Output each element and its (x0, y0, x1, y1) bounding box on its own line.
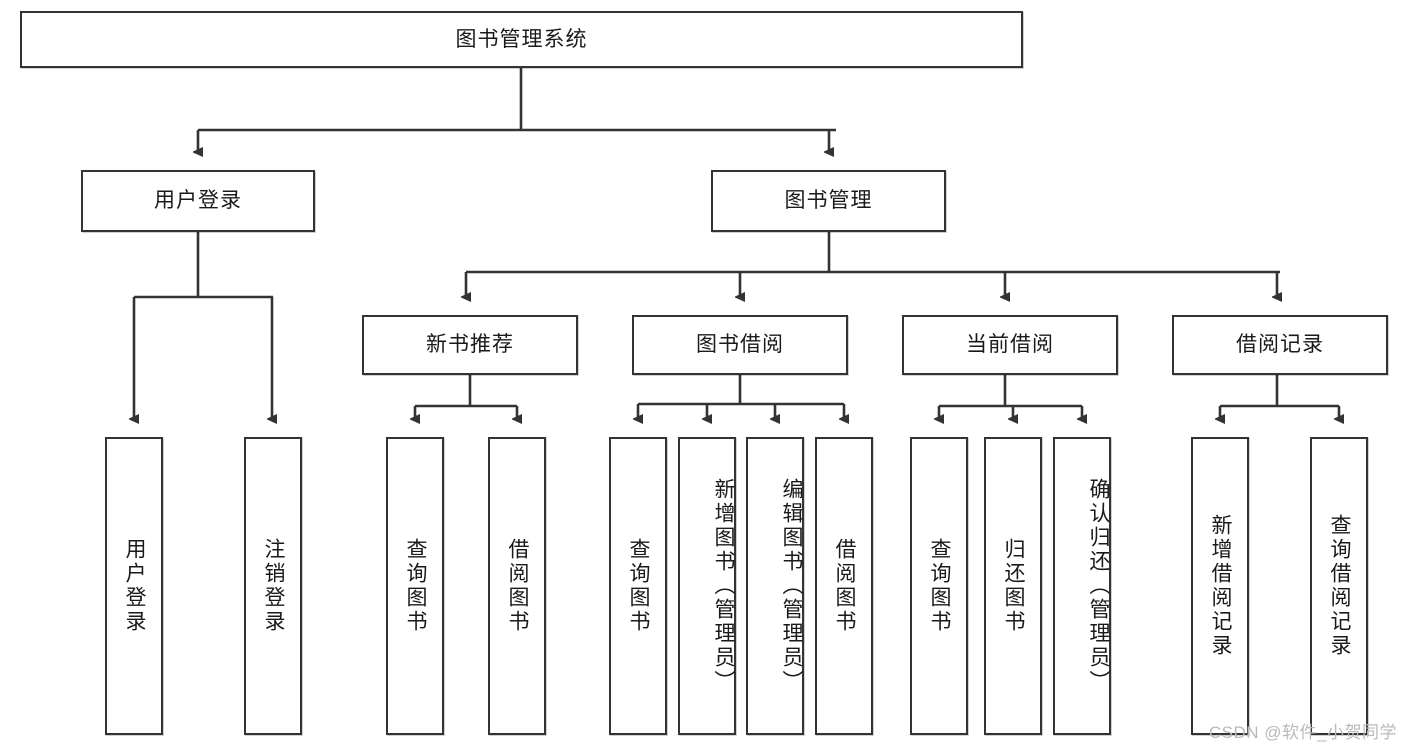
node-leaf-query-book-cur-label: 查询图书 (928, 538, 952, 634)
node-leaf-query-book-borrow[interactable]: 查询图书 (609, 437, 667, 735)
node-leaf-edit-book[interactable]: 编辑图书（管理员） (746, 437, 804, 735)
node-leaf-borrow-book-rec[interactable]: 借阅图书 (488, 437, 546, 735)
node-leaf-borrow-book-rec-label: 借阅图书 (506, 538, 530, 634)
node-leaf-edit-book-label: 编辑图书（管理员） (780, 478, 803, 694)
node-leaf-confirm-return[interactable]: 确认归还（管理员） (1053, 437, 1111, 735)
node-current-borrow-label: 当前借阅 (966, 333, 1054, 357)
node-user-login[interactable]: 用户登录 (81, 170, 315, 232)
node-root[interactable]: 图书管理系统 (20, 11, 1023, 68)
node-leaf-add-book-label: 新增图书（管理员） (712, 478, 735, 694)
node-borrow-record[interactable]: 借阅记录 (1172, 315, 1388, 375)
node-leaf-borrow-book-label: 借阅图书 (833, 538, 857, 634)
node-leaf-add-record-label: 新增借阅记录 (1209, 514, 1233, 658)
node-leaf-query-record[interactable]: 查询借阅记录 (1310, 437, 1368, 735)
node-leaf-query-book-rec[interactable]: 查询图书 (386, 437, 444, 735)
node-leaf-query-book-rec-label: 查询图书 (404, 538, 428, 634)
node-new-book-rec[interactable]: 新书推荐 (362, 315, 578, 375)
node-leaf-user-login-label: 用户登录 (123, 538, 147, 634)
node-leaf-logout-label: 注销登录 (262, 538, 286, 634)
node-leaf-logout[interactable]: 注销登录 (244, 437, 302, 735)
node-user-login-label: 用户登录 (154, 189, 242, 213)
node-leaf-borrow-book[interactable]: 借阅图书 (815, 437, 873, 735)
node-root-label: 图书管理系统 (455, 27, 588, 51)
node-book-borrow[interactable]: 图书借阅 (632, 315, 848, 375)
node-leaf-add-book[interactable]: 新增图书（管理员） (678, 437, 736, 735)
node-leaf-query-book-borrow-label: 查询图书 (627, 538, 651, 634)
node-book-manage-label: 图书管理 (784, 189, 873, 213)
node-leaf-add-record[interactable]: 新增借阅记录 (1191, 437, 1249, 735)
node-current-borrow[interactable]: 当前借阅 (902, 315, 1118, 375)
node-new-book-rec-label: 新书推荐 (426, 333, 514, 357)
node-leaf-return-book-label: 归还图书 (1002, 538, 1026, 634)
node-borrow-record-label: 借阅记录 (1236, 333, 1324, 357)
node-book-manage[interactable]: 图书管理 (711, 170, 946, 232)
node-leaf-user-login[interactable]: 用户登录 (105, 437, 163, 735)
node-leaf-return-book[interactable]: 归还图书 (984, 437, 1042, 735)
node-leaf-confirm-return-label: 确认归还（管理员） (1087, 478, 1110, 694)
node-book-borrow-label: 图书借阅 (696, 333, 784, 357)
watermark-text: CSDN @软件_小贺同学 (1208, 723, 1397, 742)
node-leaf-query-book-cur[interactable]: 查询图书 (910, 437, 968, 735)
node-leaf-query-record-label: 查询借阅记录 (1328, 514, 1352, 658)
